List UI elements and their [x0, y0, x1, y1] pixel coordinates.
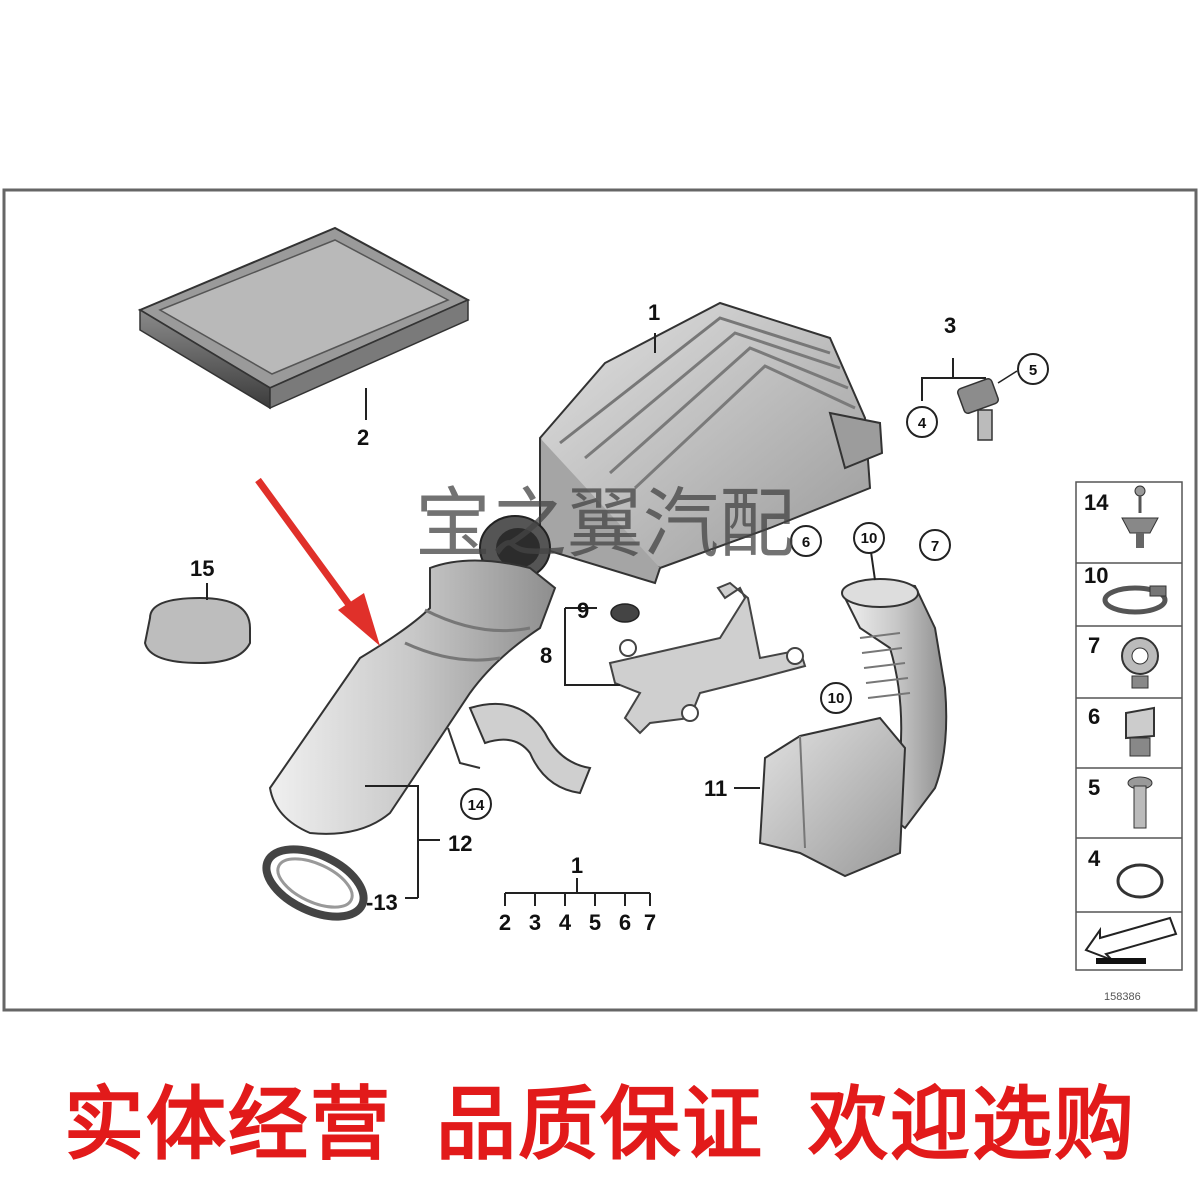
- callout-9: 9: [577, 598, 589, 623]
- clip-nut-icon: [1125, 706, 1155, 757]
- svg-text:10: 10: [828, 690, 845, 707]
- legend-label: 7: [1088, 633, 1100, 658]
- callout-circle-6: 6: [790, 525, 822, 557]
- hose-clamp-icon: [1102, 585, 1168, 615]
- svg-text:10: 10: [861, 530, 878, 547]
- kit-item: 4: [559, 910, 572, 935]
- kit-item: 3: [529, 910, 541, 935]
- seal-ring-part: [262, 845, 368, 921]
- legend-label: 10: [1084, 563, 1108, 588]
- air-box-part: [479, 301, 884, 585]
- slogan-bar: 实体经营 品质保证 欢迎选购: [0, 1048, 1200, 1188]
- red-pointer-arrow: [255, 477, 380, 646]
- svg-text:6: 6: [802, 534, 810, 551]
- push-rivet-icon: [1121, 485, 1159, 548]
- intake-duct-part: [268, 559, 592, 898]
- frame-border: [2, 188, 1198, 1012]
- cap-part: [143, 583, 251, 665]
- callout-12: 12: [448, 831, 472, 856]
- bracket-part: [564, 581, 807, 735]
- slogan-text: 品质保证: [436, 1077, 764, 1171]
- callout-circle-7: 7: [919, 529, 951, 561]
- legend-label: 4: [1088, 846, 1101, 871]
- callout-8: 8: [540, 643, 552, 668]
- legend-label: 6: [1088, 704, 1100, 729]
- callout-15: 15: [190, 556, 214, 581]
- callout-circle-14: 14: [460, 788, 492, 820]
- direction-arrow-icon: [1084, 916, 1178, 964]
- kit-item: 7: [644, 910, 656, 935]
- mass-air-flow-sensor-part: [921, 358, 1018, 441]
- callout-13: -13: [366, 890, 398, 915]
- callout-circle-10-bottom: 10: [820, 682, 852, 714]
- kit-group-title: 1: [571, 853, 583, 878]
- legend-label: 5: [1088, 775, 1100, 800]
- svg-text:14: 14: [468, 797, 485, 814]
- slogan-text: 欢迎选购: [808, 1077, 1136, 1171]
- watermark-text: 宝之翼汽配: [415, 479, 795, 568]
- callout-circle-4: 4: [906, 406, 938, 438]
- callout-3: 3: [944, 313, 956, 338]
- o-ring-icon: [1116, 863, 1164, 899]
- air-filter-part: [137, 226, 471, 420]
- nut-icon: [1121, 637, 1159, 689]
- svg-text:7: 7: [931, 538, 939, 555]
- legend-label: 14: [1084, 490, 1109, 515]
- kit-group-bracket: [504, 878, 651, 906]
- slogan-text: 实体经营: [64, 1077, 392, 1171]
- bolt-icon: [1127, 776, 1153, 829]
- callout-2: 2: [357, 425, 369, 450]
- kit-item: 5: [589, 910, 601, 935]
- callout-circle-10-top: 10: [853, 522, 885, 554]
- legend-panel: 14 10 7 6 5 4: [1075, 481, 1183, 971]
- kit-item: 6: [619, 910, 631, 935]
- callout-circle-5: 5: [1017, 353, 1049, 385]
- diagram-number: 158386: [1104, 991, 1141, 1003]
- svg-text:5: 5: [1029, 362, 1037, 379]
- callout-11: 11: [704, 776, 727, 801]
- resonator-part: [734, 544, 948, 878]
- kit-item: 2: [499, 910, 511, 935]
- svg-text:4: 4: [918, 415, 927, 432]
- parts-diagram: 1 2 3 15 9 8 11 12 -13 4 5 6 10 7 10 14 …: [0, 188, 1200, 1012]
- callout-1: 1: [648, 300, 660, 325]
